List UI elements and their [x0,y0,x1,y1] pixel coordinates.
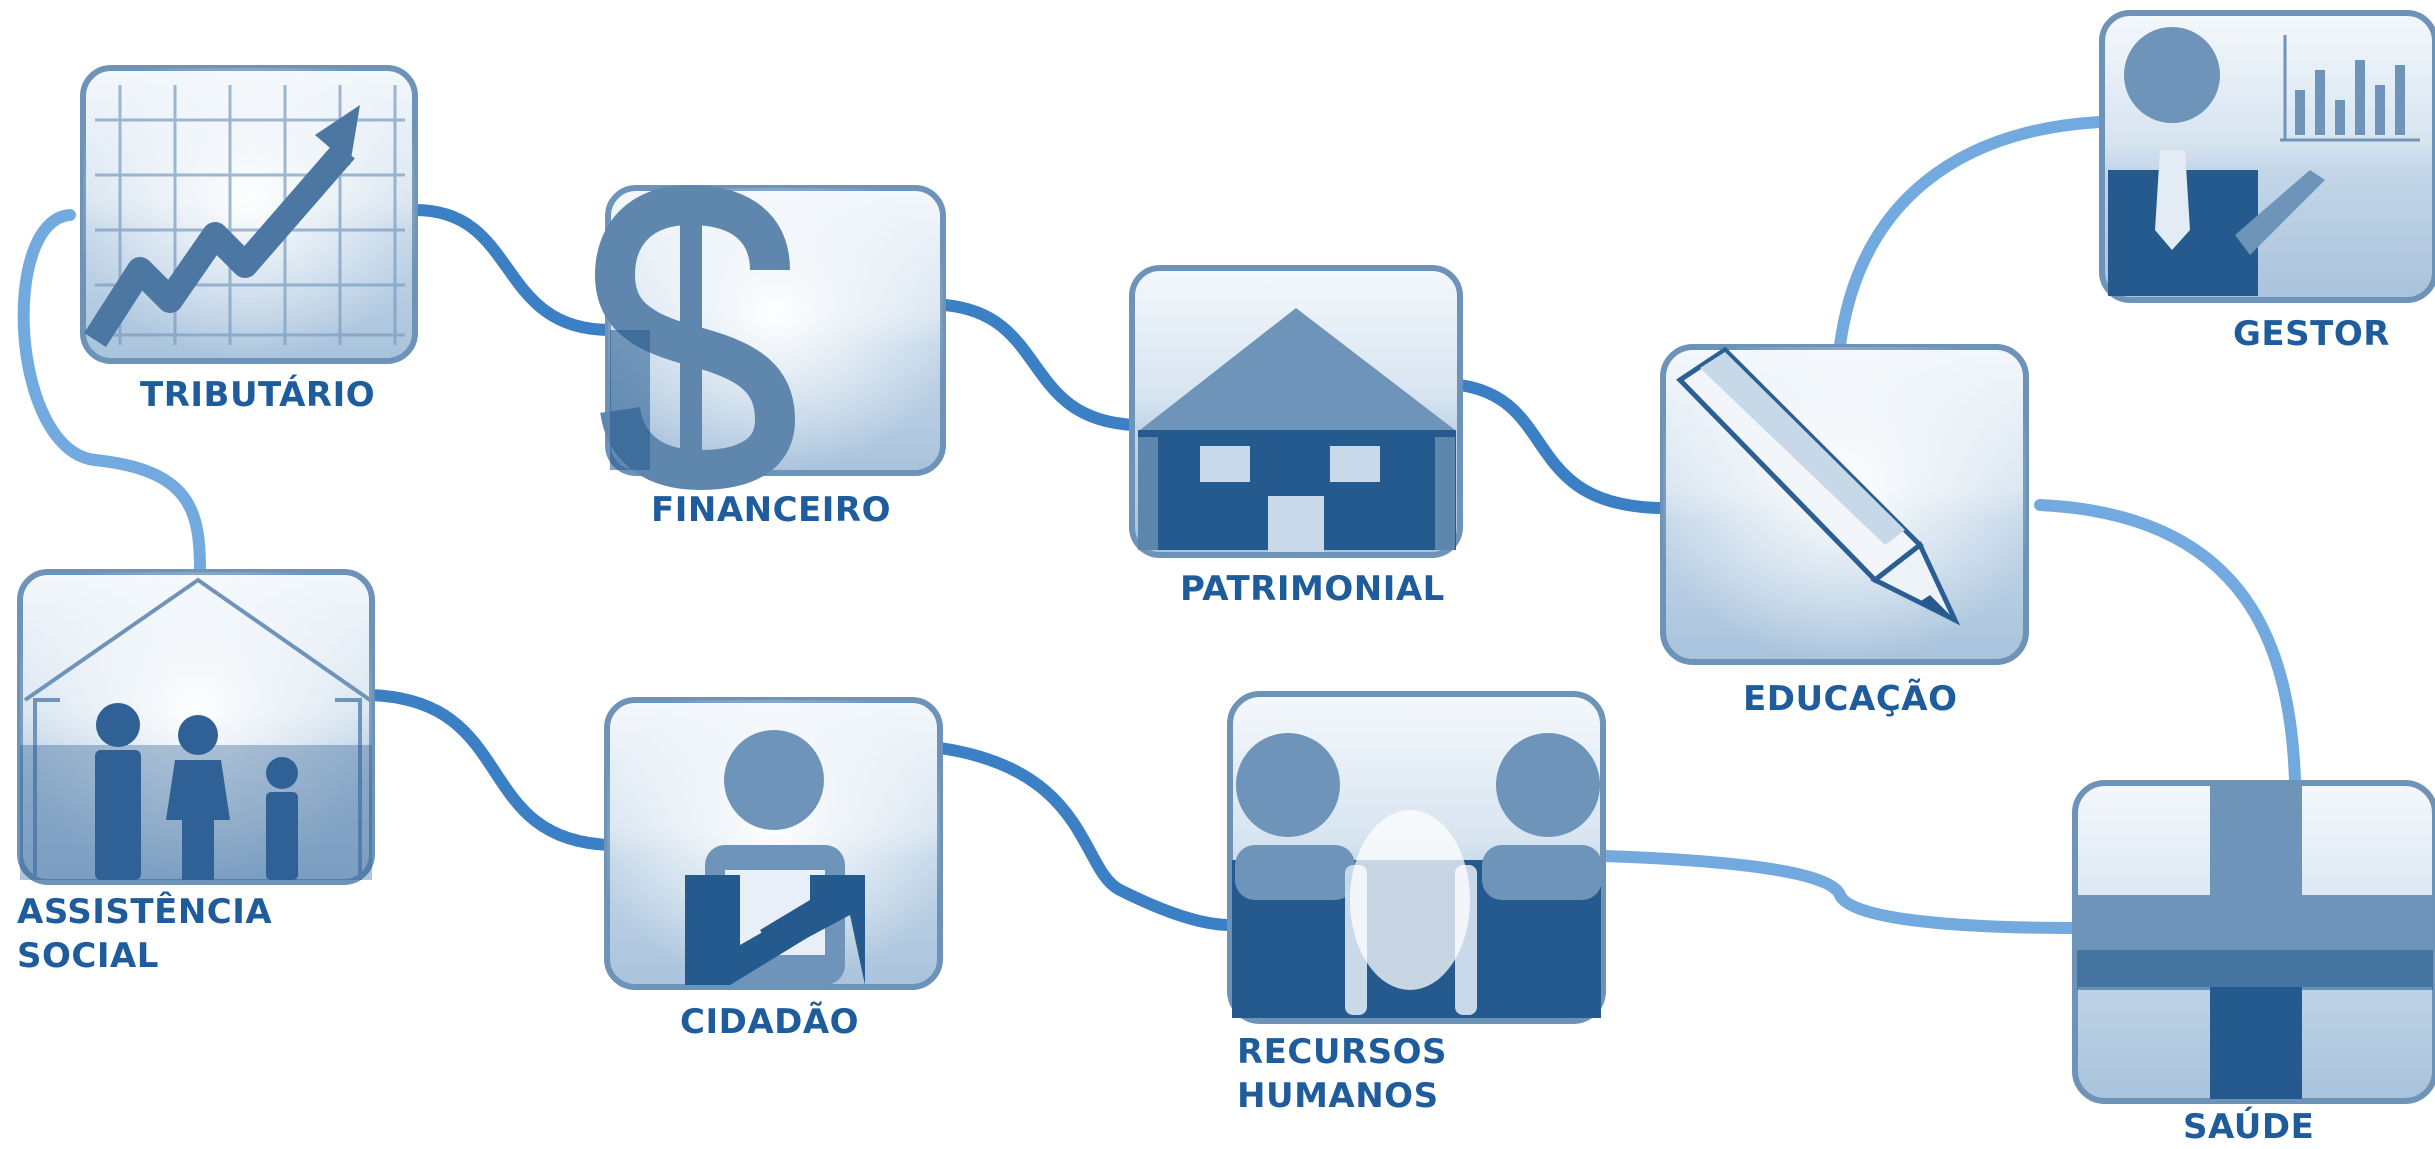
connector-cidadao-recursos [934,742,1236,931]
connector-tributario-financeiro [409,204,616,336]
tile-recursos[interactable] [1227,691,1606,1024]
family-house-icon [20,577,372,880]
dollar-sign-icon [594,184,796,491]
tile-saude[interactable] [2072,780,2435,1104]
presenter-chart-icon [2108,27,2420,296]
connector-patrimonial-educacao [1454,379,1666,514]
health-cross-icon [2077,785,2433,1099]
tile-tributario[interactable] [80,65,418,364]
two-people-icon [1232,733,1602,1018]
citizen-icon [685,730,865,985]
rising-chart-icon [84,85,405,348]
connector-financeiro-patrimonial [939,299,1141,431]
connector-educacao-gestor [1834,116,2106,351]
building-icon [1138,308,1456,552]
label-tributario: TRIBUTÁRIO [140,375,376,415]
label-cidadao: CIDADÃO [680,1002,860,1042]
label-patrimonial: PATRIMONIAL [1180,569,1445,609]
connector-educacao-saude [2034,499,2301,786]
pencil-icon [1676,346,1961,626]
connector-recursos-saude [1599,850,2081,934]
tile-gestor[interactable] [2099,10,2435,303]
tile-patrimonial[interactable] [1129,265,1463,558]
label-gestor: GESTOR [2233,314,2390,354]
connectors [17,116,2301,934]
label-educacao: EDUCAÇÃO [1743,679,1958,719]
connector-tributario-assistencia [17,209,206,576]
label-financeiro: FINANCEIRO [651,490,892,530]
connector-assistencia-cidadao [364,689,616,851]
label-saude: SAÚDE [2183,1107,2315,1147]
tile-financeiro[interactable] [594,184,946,491]
tile-educacao[interactable] [1660,344,2029,665]
label-assistencia: ASSISTÊNCIA SOCIAL [17,892,273,976]
tile-assistencia[interactable] [17,569,375,885]
tile-cidadao[interactable] [604,697,943,990]
label-recursos: RECURSOS HUMANOS [1237,1032,1448,1116]
